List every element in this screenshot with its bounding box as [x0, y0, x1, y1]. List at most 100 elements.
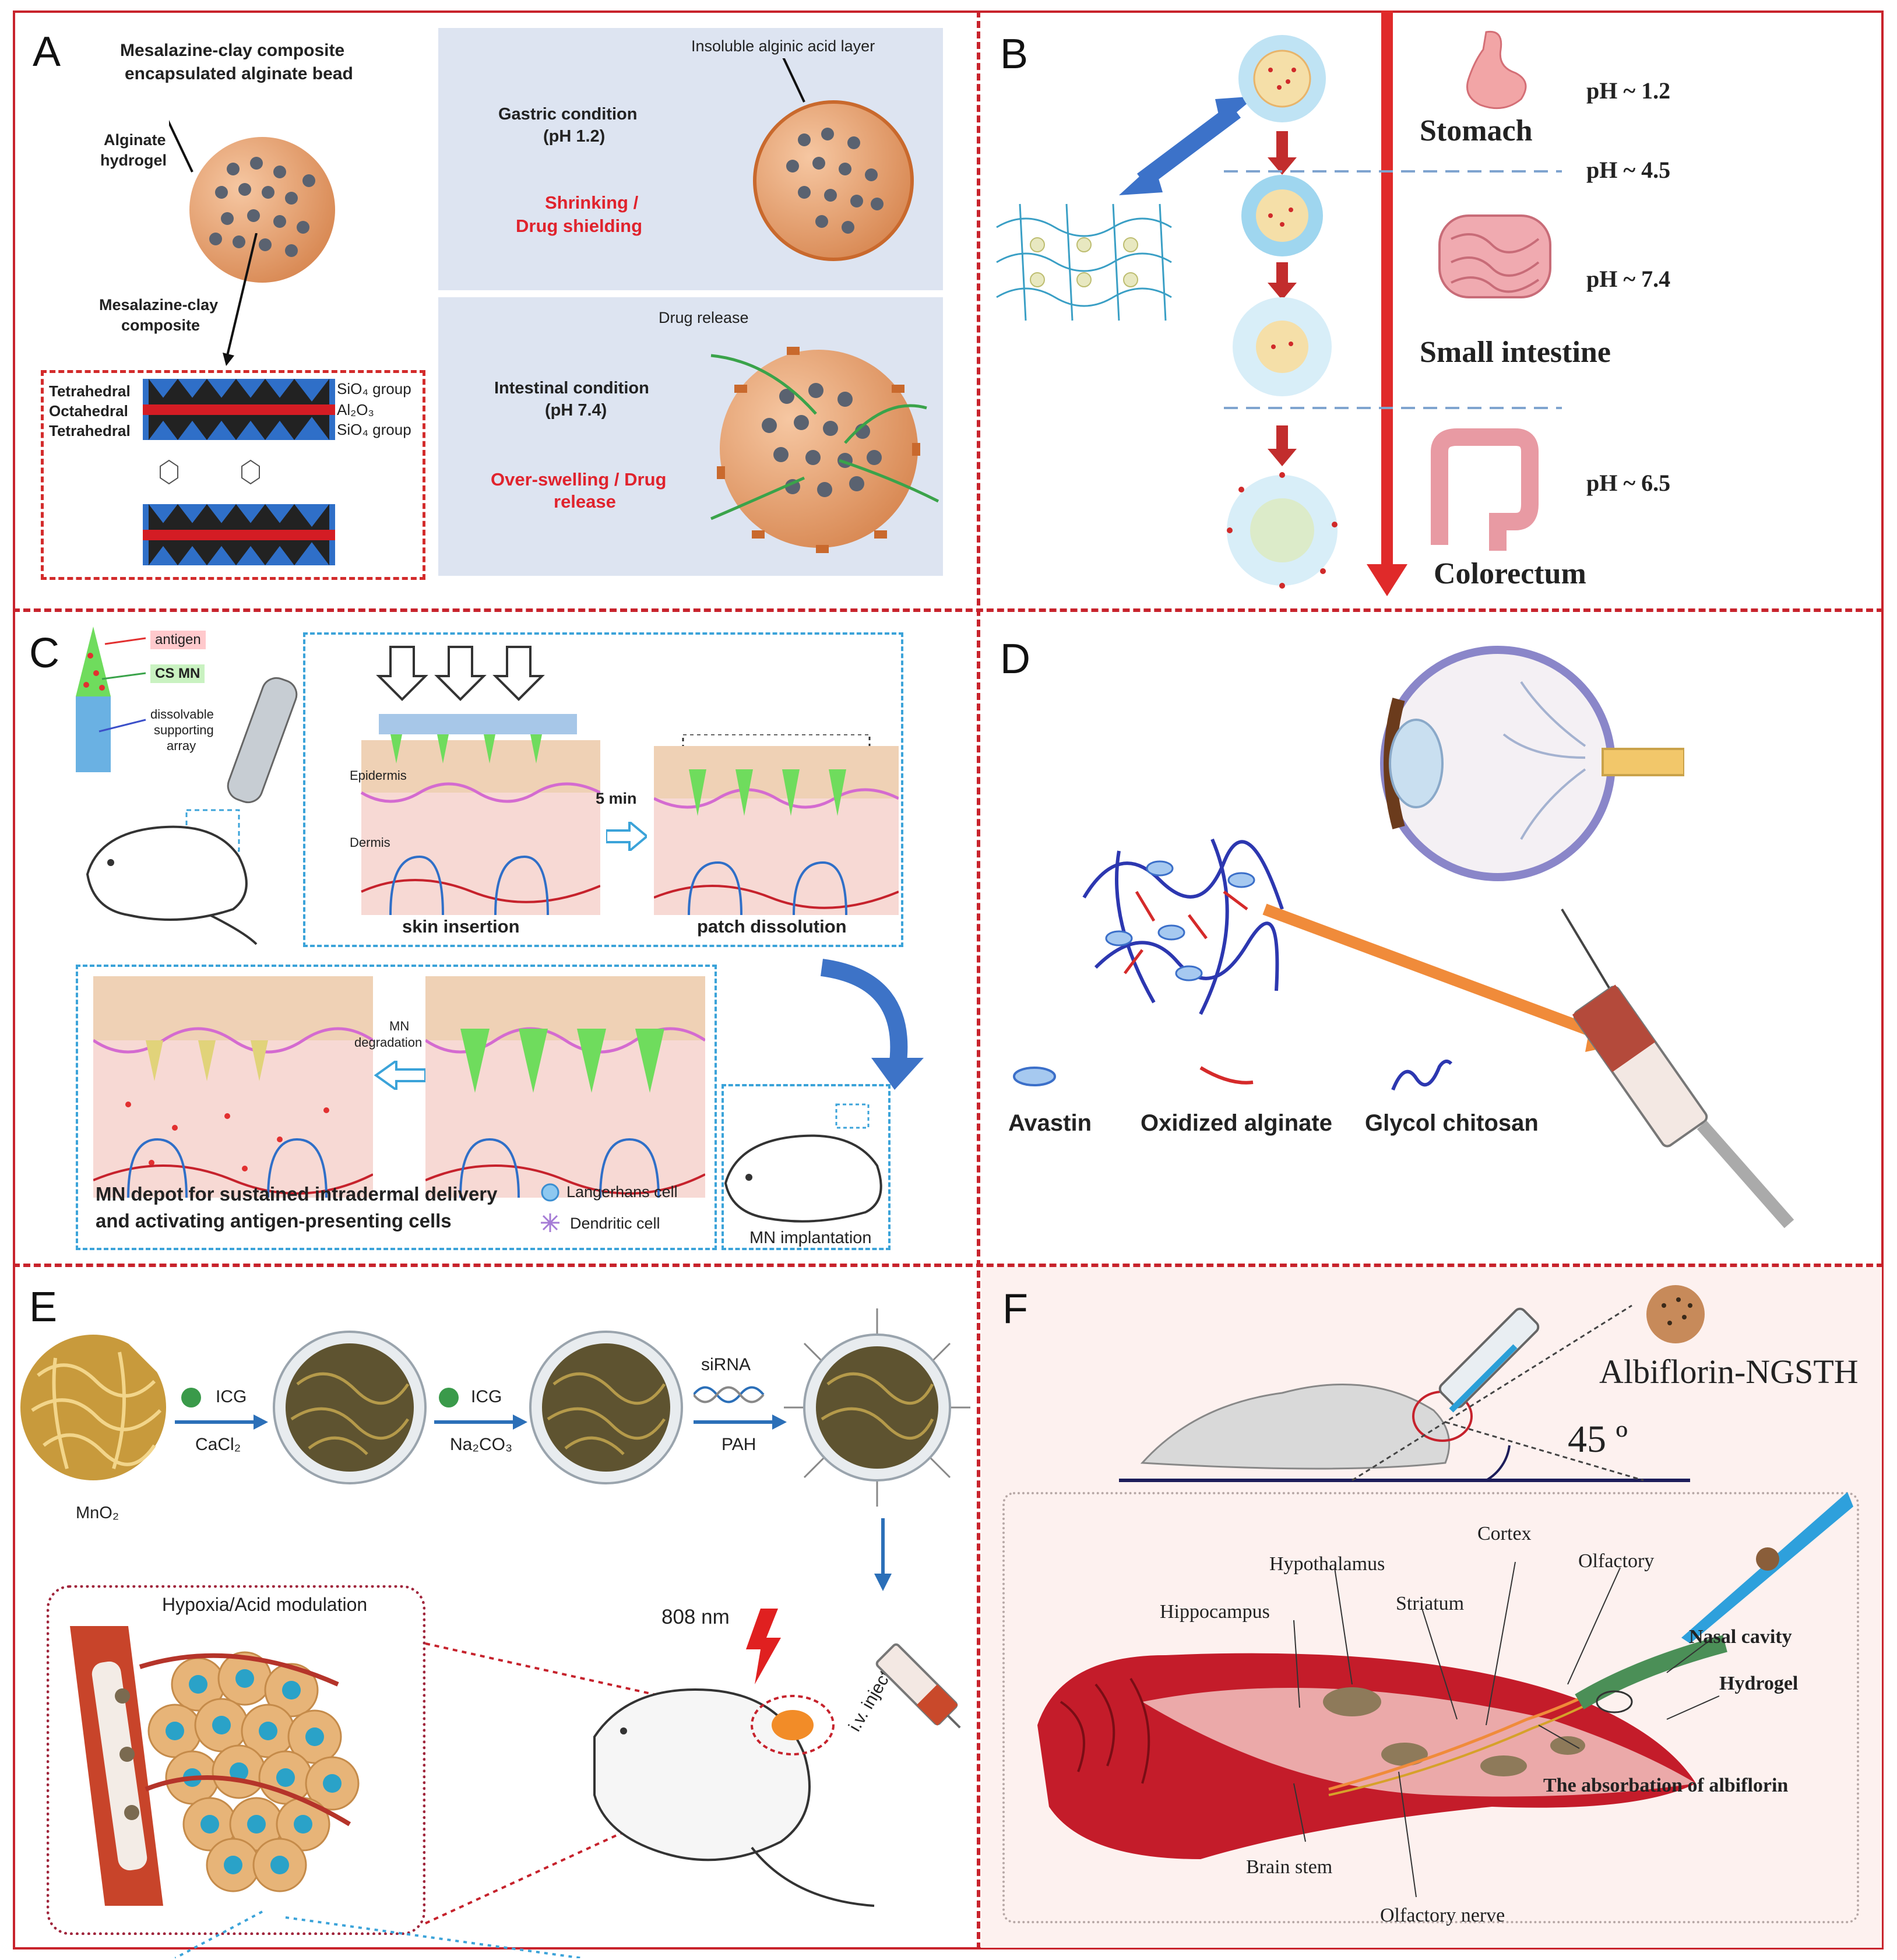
laser-bolt-icon — [746, 1609, 781, 1684]
icg-dot-1 — [181, 1388, 201, 1407]
group-sio4-2: SiO₄ group — [337, 421, 411, 438]
avastin-label: Avastin — [1008, 1110, 1092, 1136]
oxidized-alginate-icon — [1199, 1066, 1254, 1085]
avastin-icon — [1013, 1067, 1056, 1086]
hypothalamus-label: Hypothalamus — [1269, 1553, 1385, 1575]
five-min-arrow — [606, 822, 647, 851]
ph-small-intestine: pH ~ 7.4 — [1586, 266, 1671, 292]
double-headed-arrow — [1119, 96, 1256, 195]
striatum-label: Striatum — [1396, 1593, 1465, 1614]
hypoxia-label: Hypoxia/Acid modulation — [162, 1594, 368, 1615]
brain-leader-lines — [1293, 1561, 1720, 1898]
patch-dissolution-diagram — [654, 734, 899, 915]
depot-label-1: MN depot for sustained intradermal deliv… — [96, 1183, 498, 1205]
dissolvable-label-1: dissolvable — [150, 707, 214, 722]
small-intestine-label: Small intestine — [1420, 336, 1611, 369]
icg-label-2: ICG — [471, 1387, 502, 1406]
ph-stomach: pH ~ 1.2 — [1586, 78, 1671, 104]
treated-mouse — [593, 1688, 875, 1907]
ph-colorectum: pH ~ 6.5 — [1586, 470, 1671, 496]
nanoparticle-3 — [784, 1308, 970, 1507]
sirna-label: siRNA — [701, 1355, 751, 1374]
insertion-box — [303, 632, 903, 947]
mn-degradation-diagram — [93, 976, 373, 1198]
nanoparticle-stages — [1227, 35, 1338, 589]
alginate-label-1: Alginate — [104, 131, 166, 149]
ph-boundary-1: pH ~ 4.5 — [1586, 157, 1671, 183]
group-al2o3: Al₂O₃ — [337, 401, 375, 418]
glycol-chitosan-label: Glycol chitosan — [1365, 1110, 1539, 1136]
implanted-mouse — [724, 1103, 882, 1223]
panel-f-letter: F — [1002, 1286, 1028, 1332]
na2co3-label: Na₂CO₃ — [450, 1435, 513, 1454]
gastric-label-2: (pH 1.2) — [543, 127, 606, 146]
applicator-and-mouse — [86, 677, 298, 945]
sirna-helix — [694, 1386, 765, 1403]
dendritic-label: Dendritic cell — [570, 1215, 660, 1232]
depot-box — [76, 965, 717, 1250]
hydrogel-network-d — [1082, 838, 1284, 1015]
stomach-icon — [1466, 30, 1527, 110]
angle-label: 45 º — [1568, 1418, 1628, 1461]
mn-embedded-diagram — [425, 976, 705, 1198]
hydrogel-drop-icon — [1756, 1547, 1779, 1571]
dendritic-cell-icon — [541, 1213, 559, 1232]
vertical-divider — [977, 10, 980, 1950]
shrink-label-2: Drug shielding — [516, 216, 642, 236]
insoluble-layer-label: Insoluble alginic acid layer — [691, 37, 875, 55]
colorectum-icon — [1431, 428, 1539, 551]
langerhans-cell-icon — [541, 1183, 559, 1202]
composite-pointer-arrow — [223, 233, 258, 366]
five-min-label: 5 min — [596, 790, 637, 807]
olfactory-label: Olfactory — [1578, 1550, 1655, 1572]
swell-label-1: Over-swelling / Drug — [491, 469, 667, 490]
arrow-step-3 — [694, 1414, 787, 1430]
swollen-bead-illustration — [710, 347, 939, 553]
tumor-tissue-illustration — [70, 1626, 360, 1906]
layer-tetrahedral-2: Tetrahedral — [49, 422, 131, 439]
small-intestine-icon — [1438, 214, 1551, 298]
horizontal-divider-1 — [13, 608, 1884, 612]
nasal-administration-scene — [1119, 1304, 1690, 1482]
brain-detail-box — [1002, 1492, 1859, 1923]
depot-label-2: and activating antigen-presenting cells — [96, 1210, 452, 1231]
horizontal-divider-2 — [13, 1264, 1884, 1267]
panel-a-title-2: encapsulated alginate bead — [125, 64, 353, 83]
dissolvable-label-2: supporting — [154, 723, 214, 737]
albiflorin-label: Albiflorin-NGSTH — [1599, 1353, 1859, 1391]
panel-d-letter: D — [1000, 636, 1030, 682]
layer-octahedral: Octahedral — [49, 402, 128, 420]
mn-degradation-arrow — [374, 1061, 425, 1090]
albiflorin-bead-icon — [1646, 1285, 1705, 1343]
syringe-illustration — [1561, 908, 1794, 1229]
epidermis-label: Epidermis — [350, 768, 407, 783]
stomach-label: Stomach — [1420, 114, 1533, 147]
ph-boundary-lines — [1224, 170, 1562, 409]
alginate-label-2: hydrogel — [100, 152, 167, 169]
icg-label-1: ICG — [216, 1387, 247, 1406]
drug-release-label: Drug release — [659, 309, 749, 326]
mn-degradation-label-1: MN — [389, 1019, 410, 1033]
olfactory-nerve-label: Olfactory nerve — [1380, 1905, 1505, 1926]
skin-insertion-label: skin insertion — [402, 916, 520, 937]
arrow-to-mouse — [874, 1518, 892, 1591]
intestinal-label-1: Intestinal condition — [494, 379, 649, 397]
icg-dot-2 — [439, 1388, 459, 1407]
mno2-label: MnO₂ — [76, 1504, 119, 1522]
nanoparticle-1 — [273, 1331, 427, 1484]
panel-e-letter: E — [29, 1284, 58, 1331]
hydrogel-label: Hydrogel — [1719, 1673, 1799, 1694]
brain-stem-label: Brain stem — [1246, 1856, 1333, 1878]
arrow-step-1 — [175, 1414, 268, 1430]
outer-frame — [13, 10, 1884, 1950]
langerhans-label: Langerhans cell — [566, 1183, 678, 1201]
shrink-label-1: Shrinking / — [545, 192, 639, 213]
antigen-label: antigen — [150, 631, 206, 649]
nanoparticle-2 — [529, 1331, 683, 1484]
gi-transit-arrow — [1367, 10, 1407, 596]
composite-label-2: composite — [121, 316, 200, 334]
panel-c-letter: C — [29, 630, 59, 677]
cortex-label: Cortex — [1477, 1523, 1532, 1544]
panel-b-letter: B — [1000, 31, 1029, 78]
swell-label-2: release — [554, 491, 616, 512]
